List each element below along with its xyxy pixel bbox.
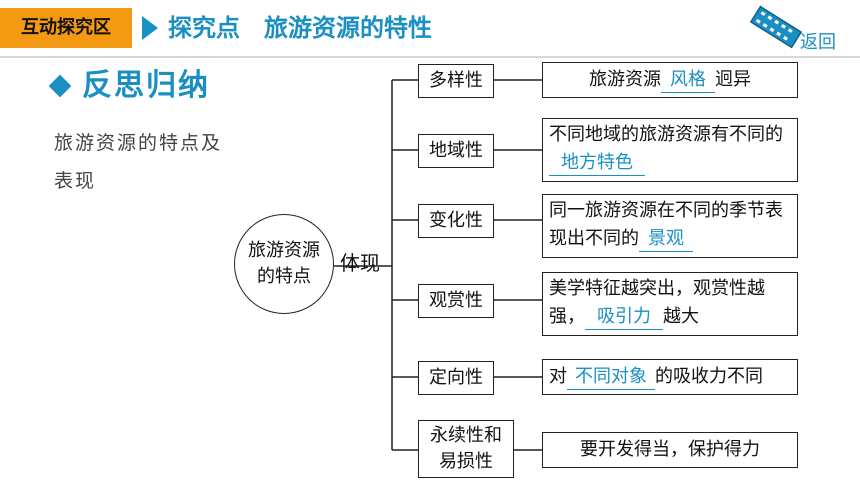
chevron-right-icon xyxy=(142,16,158,40)
section-description: 旅游资源的特点及表现 xyxy=(54,132,223,192)
description-box: 美学特征越突出，观赏性越强，吸引力越大 xyxy=(542,272,798,336)
category-box: 变化性 xyxy=(418,204,494,238)
description-text: 旅游资源 xyxy=(589,69,661,90)
description-text: 不同地域的旅游资源有不同的 xyxy=(549,124,783,145)
description-text: 的吸收力不同 xyxy=(655,366,763,387)
center-label: 旅游资源的特点 xyxy=(248,240,320,287)
category-box: 定向性 xyxy=(418,361,494,395)
header-divider xyxy=(0,56,860,58)
back-button[interactable]: 返回 xyxy=(800,32,836,53)
section-title: 反思归纳 xyxy=(82,68,210,103)
description-text: 对 xyxy=(549,366,567,387)
category-box: 地域性 xyxy=(418,134,494,168)
film-strip-icon[interactable] xyxy=(748,4,804,50)
description-box: 对不同对象的吸收力不同 xyxy=(542,359,798,395)
description-text: 同一旅游资源在不同的季节表现出不同的 xyxy=(549,200,783,249)
description-text: 越大 xyxy=(663,306,699,327)
description-text: 要开发得当，保护得力 xyxy=(580,439,760,460)
fill-in-answer: 景观 xyxy=(639,227,693,252)
center-node: 旅游资源的特点 xyxy=(234,214,334,314)
header-bar: 互动探究区 探究点 旅游资源的特性 返回 xyxy=(0,0,860,58)
description-box: 旅游资源风格迥异 xyxy=(542,62,798,98)
fill-in-answer: 吸引力 xyxy=(585,305,663,330)
description-box: 同一旅游资源在不同的季节表现出不同的景观 xyxy=(542,194,798,258)
fill-in-answer: 不同对象 xyxy=(567,365,655,390)
category-box: 观赏性 xyxy=(418,284,494,318)
category-box: 多样性 xyxy=(418,64,494,98)
category-box: 永续性和易损性 xyxy=(418,420,514,478)
description-text: 美学特征越突出，观赏性越强， xyxy=(549,278,765,327)
page-title: 探究点 旅游资源的特性 xyxy=(168,14,432,42)
description-text: 迥异 xyxy=(715,69,751,90)
connector-label: 体现 xyxy=(340,251,380,275)
description-box: 不同地域的旅游资源有不同的地方特色 xyxy=(542,118,798,182)
section-tag: 互动探究区 xyxy=(0,8,132,48)
fill-in-answer: 地方特色 xyxy=(549,151,645,176)
description-box: 要开发得当，保护得力 xyxy=(542,432,798,468)
fill-in-answer: 风格 xyxy=(661,68,715,93)
